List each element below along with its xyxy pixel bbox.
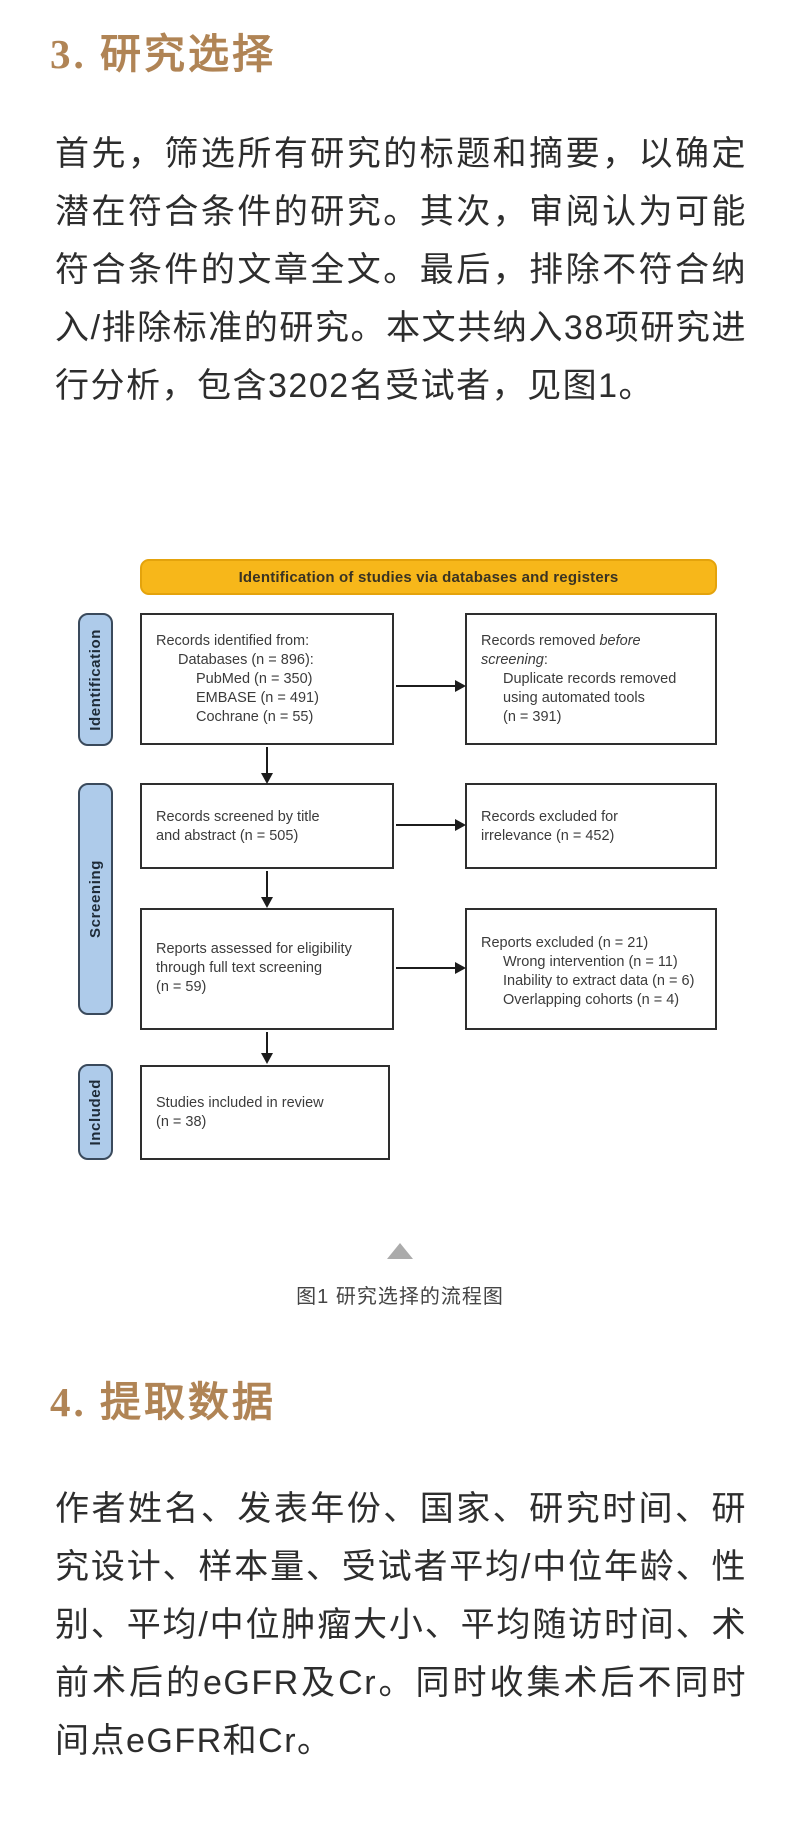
diagram-banner: Identification of studies via databases … [140,559,717,595]
box-line: irrelevance (n = 452) [481,828,615,844]
box-line: Records removed before [481,632,707,651]
box-line: Records screened by title [156,809,320,825]
collapse-triangle-icon [387,1243,413,1259]
stage-label-screening-text: Screening [87,860,104,938]
arrow-right-icon [455,819,466,831]
box-line-text: : [543,652,548,668]
arrow-right-icon [455,680,466,692]
arrow-fulltext-to-included [266,1032,268,1054]
box-line: EMBASE (n = 491) [196,690,319,706]
stage-label-identification: Identification [78,613,113,746]
arrow-screened-to-excluded [396,824,456,826]
box-reports-assessed: Reports assessed for eligibility through… [140,908,394,1030]
box-line: Databases (n = 896): [178,652,314,668]
stage-label-screening: Screening [78,783,113,1015]
stage-label-identification-text: Identification [87,628,104,731]
box-line: using automated tools [503,690,645,706]
section-3-paragraph: 首先，筛选所有研究的标题和摘要，以确定潜在符合条件的研究。其次，审阅认为可能符合… [55,135,747,405]
box-records-excluded: Records excluded for irrelevance (n = 45… [465,783,717,869]
box-line: Studies included in review [156,1095,324,1111]
box-line: (n = 38) [156,1114,207,1130]
section-4-paragraph: 作者姓名、发表年份、国家、研究时间、研究设计、样本量、受试者平均/中位年龄、性别… [55,1490,747,1760]
box-line-italic: screening [481,652,544,668]
box-line: and abstract (n = 505) [156,828,299,844]
diagram-banner-label: Identification of studies via databases … [238,568,619,586]
arrow-identified-to-removed [396,685,456,687]
box-line: Duplicate records removed [503,671,677,687]
box-line: Inability to extract data (n = 6) [503,973,695,989]
box-records-identified: Records identified from: Databases (n = … [140,613,394,745]
box-line: Records excluded for [481,809,619,825]
arrow-right-icon [455,962,466,974]
box-line: Cochrane (n = 55) [196,709,314,725]
arrow-identified-to-screened [266,747,268,775]
box-line: (n = 391) [503,709,562,725]
box-reports-excluded: Reports excluded (n = 21) Wrong interven… [465,908,717,1030]
arrow-down-icon [261,897,273,908]
box-line-italic: before [599,633,641,649]
section-3-heading: 3. 研究选择 [50,31,276,77]
arrow-fulltext-to-excluded [396,967,456,969]
box-line: screening: [481,651,707,670]
section-4-heading: 4. 提取数据 [50,1379,276,1425]
stage-label-included-text: Included [87,1078,104,1146]
box-line: Reports excluded (n = 21) [481,935,649,951]
arrow-down-icon [261,1053,273,1064]
box-records-removed: Records removed before screening: Duplic… [465,613,717,745]
box-line: Reports assessed for eligibility [156,941,352,957]
box-line: Records identified from: [156,633,310,649]
box-line: through full text screening [156,960,323,976]
box-records-screened: Records screened by title and abstract (… [140,783,394,869]
figure-caption: 图1 研究选择的流程图 [296,1286,504,1308]
box-line-text: Records removed [481,633,600,649]
box-line: Overlapping cohorts (n = 4) [503,992,680,1008]
arrow-screened-to-fulltext [266,871,268,898]
box-line: Wrong intervention (n = 11) [503,954,678,970]
box-studies-included: Studies included in review (n = 38) [140,1065,390,1160]
arrow-down-icon [261,773,273,784]
stage-label-included: Included [78,1064,113,1160]
box-line: (n = 59) [156,979,207,995]
box-line: PubMed (n = 350) [196,671,313,687]
